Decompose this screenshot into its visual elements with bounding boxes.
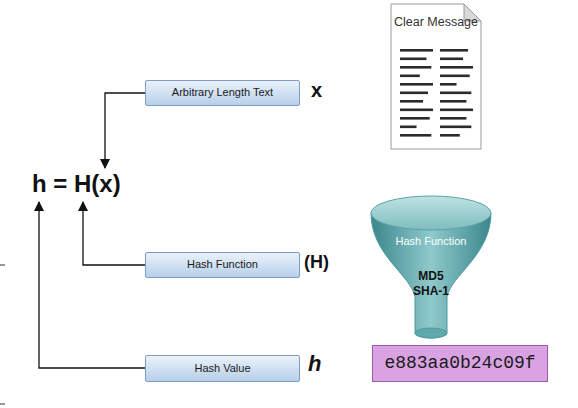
text-line: [440, 83, 457, 86]
funnel-rim: [371, 196, 491, 230]
text-line: [400, 66, 431, 69]
node-text: Arbitrary Length Text: [172, 86, 273, 100]
input-box: Arbitrary Length Text: [145, 80, 300, 106]
text-line: [440, 134, 460, 137]
text-line: [440, 109, 473, 112]
text-line: [400, 134, 431, 137]
text-line: [400, 100, 423, 103]
text-line: [440, 75, 470, 78]
hash-value-box: e883aa0b24c09f: [372, 345, 548, 382]
edge-tick: [0, 265, 5, 266]
variable-symbol: h: [308, 352, 321, 376]
function-box: Hash Function: [145, 252, 300, 278]
hash-funnel: Hash FunctionMD5 SHA-1: [370, 193, 492, 343]
text-line: [440, 66, 473, 69]
text-line: [400, 117, 430, 120]
node-text: Hash Function: [370, 235, 492, 249]
node-text: Hash Value: [194, 362, 250, 376]
variable-symbol: x: [311, 79, 322, 101]
leader-line: [39, 202, 145, 368]
text-line: [400, 92, 428, 95]
funnel-outline: [370, 193, 492, 343]
output-box: Hash Value: [145, 355, 300, 382]
text-line: [440, 49, 468, 52]
text-line: [400, 49, 433, 52]
edge-tick: [0, 404, 5, 405]
function-symbol: (H): [304, 253, 329, 273]
text-line: [440, 100, 466, 103]
text-line: [400, 75, 420, 78]
funnel-spout: [415, 328, 447, 338]
node-text: Clear Message: [390, 15, 482, 31]
text-line: [440, 92, 471, 95]
hash-formula: h = H(x): [32, 171, 121, 197]
funnel-body: [371, 213, 491, 338]
leader-line: [83, 202, 145, 265]
node-text: Hash Function: [187, 258, 258, 272]
leader-line: [105, 93, 145, 168]
text-line: [440, 117, 466, 120]
node-text: e883aa0b24c09f: [384, 352, 535, 375]
text-line: [400, 58, 426, 61]
page-outline: [391, 4, 481, 149]
text-line: [440, 126, 471, 129]
text-line: [400, 83, 433, 86]
document-icon: Clear Message: [390, 3, 482, 150]
text-line: [400, 109, 433, 112]
algorithm-names: MD5 SHA-1: [409, 269, 453, 299]
text-line: [440, 58, 463, 61]
text-line: [400, 126, 417, 129]
